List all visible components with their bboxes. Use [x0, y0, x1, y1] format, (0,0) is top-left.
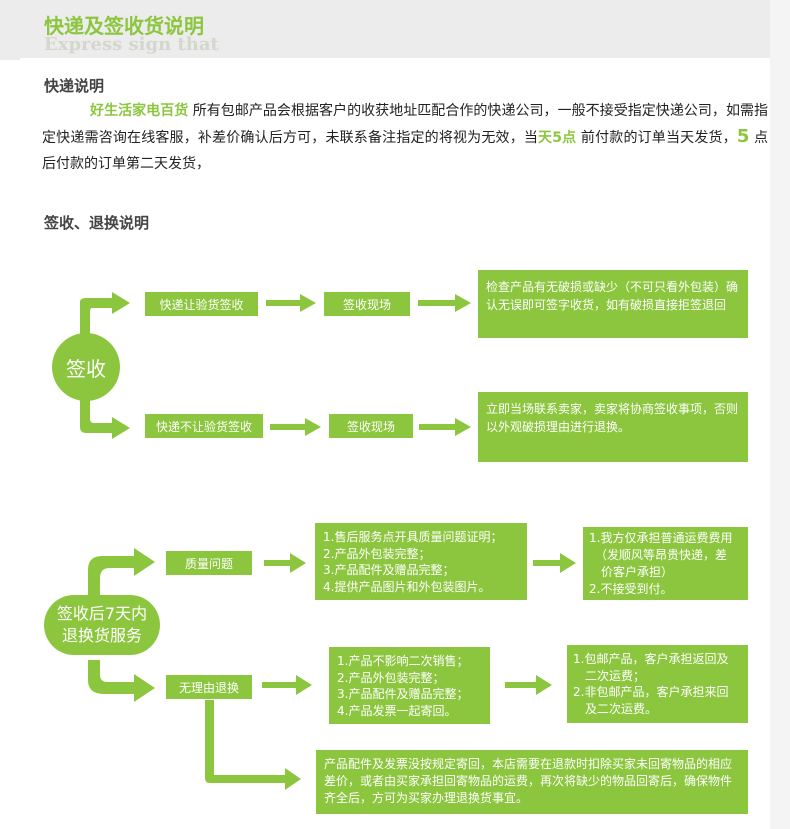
- express-section: [20, 58, 770, 203]
- sign-heading: 签收、退换说明: [44, 214, 150, 232]
- quality-policy-4: 2.不接受到付。: [589, 582, 673, 596]
- noreason-conditions: 1.产品不影响二次销售； 2.产品外包装完整； 3.产品配件及赠品完整； 4.产…: [329, 647, 490, 724]
- page-title: 快递及签收货说明: [44, 14, 204, 38]
- noreason-condition-4: 4.产品发票一起寄回。: [337, 703, 457, 718]
- noreason-policy-4: 及二次运费。: [585, 701, 658, 716]
- r2-step1: 快递不让验货签收: [145, 414, 263, 438]
- noreason-condition-3: 3.产品配件及赠品完整；: [337, 687, 469, 701]
- arrow-r1-b: [418, 294, 471, 312]
- r1-step1: 快递让验货签收: [145, 292, 258, 316]
- arrow-r2-a: [270, 418, 321, 436]
- quality-condition-3: 3.产品配件及赠品完整；: [323, 563, 455, 577]
- express-heading: 快递说明: [44, 77, 105, 95]
- r2-step2: 签收现场: [329, 414, 413, 438]
- quality-policy: 1.我方仅承担普通运费费用 （发顺风等昂贵快递，差 价客户承担） 2.不接受到付…: [583, 527, 748, 600]
- quality-policy-2: （发顺风等昂贵快递，差: [595, 548, 728, 562]
- r1-step2: 签收现场: [324, 292, 410, 316]
- right-gutter: [770, 0, 790, 829]
- noreason-policy-2: 二次运费；: [585, 668, 646, 683]
- brand-name: 好生活家电百货: [90, 103, 189, 119]
- arrow-q-b: [533, 553, 576, 573]
- highlight-time-2: 5: [736, 126, 750, 147]
- noreason-condition-2: 2.产品外包装完整；: [337, 670, 445, 685]
- r2-result: 立即当场联系卖家，卖家将协商签收事项，否则以外观破损理由进行退换。: [478, 392, 748, 462]
- highlight-time-1: 天5点: [538, 130, 577, 146]
- express-text-3: 点后付款的订单第二天发货，: [42, 130, 768, 172]
- return-note: 产品配件及发票没按规定寄回，本店需要在退款时扣除买家未回寄物品的相应差价，或者由…: [316, 750, 748, 814]
- noreason-policy: 1.包邮产品，客户承担返回及 二次运费； 2.非包邮产品，客户承担来回 及二次运…: [567, 645, 748, 723]
- quality-label: 质量问题: [166, 551, 252, 575]
- noreason-condition-1: 1.产品不影响二次销售；: [337, 654, 469, 668]
- express-paragraph: 好生活家电百货 所有包邮产品会根据客户的收获地址匹配合作的快递公司，一般不接受指…: [42, 98, 768, 177]
- quality-condition-2: 2.产品外包装完整；: [323, 546, 431, 561]
- arrow-r1-a: [266, 294, 316, 312]
- arrow-sign-down: [80, 395, 130, 439]
- arrow-r2-b: [419, 418, 471, 436]
- noreason-policy-1: 1.包邮产品，客户承担返回及: [573, 652, 729, 666]
- page-subtitle: Express sign that: [44, 34, 219, 55]
- noreason-policy-3: 2.非包邮产品，客户承担来回: [573, 685, 729, 699]
- quality-condition-1: 1.售后服务点开具质量问题证明；: [323, 530, 503, 544]
- quality-policy-3: 价客户承担）: [601, 565, 674, 579]
- arrow-ret-down: [88, 660, 155, 702]
- arrow-n-b: [505, 675, 552, 695]
- quality-conditions: 1.售后服务点开具质量问题证明； 2.产品外包装完整； 3.产品配件及赠品完整；…: [315, 523, 527, 600]
- express-text-1: 所有包邮产品会根据客户的收获地址匹配合作的快递公司，一般不接受指定快递公司，如需…: [42, 103, 769, 146]
- sign-circle: 签收: [52, 333, 120, 401]
- arrow-q-a: [264, 553, 306, 573]
- arrow-n-a: [262, 675, 312, 695]
- express-text-2: 前付款的订单当天发货，: [576, 130, 737, 146]
- quality-policy-1: 1.我方仅承担普通运费费用: [589, 531, 733, 545]
- arrow-n-note: [205, 700, 301, 790]
- r1-result: 检查产品有无破损或缺少（不可只看外包装）确认无误即可签字收货，如有破损直接拒签退…: [478, 270, 748, 338]
- arrow-ret-up: [88, 548, 155, 596]
- header-band: [0, 0, 770, 60]
- quality-condition-4: 4.提供产品图片和外包装图片。: [323, 579, 491, 594]
- noreason-label: 无理由退换: [166, 675, 252, 699]
- arrow-sign-up: [80, 292, 130, 340]
- returns-circle: 签收后7天内退换货服务: [44, 595, 160, 655]
